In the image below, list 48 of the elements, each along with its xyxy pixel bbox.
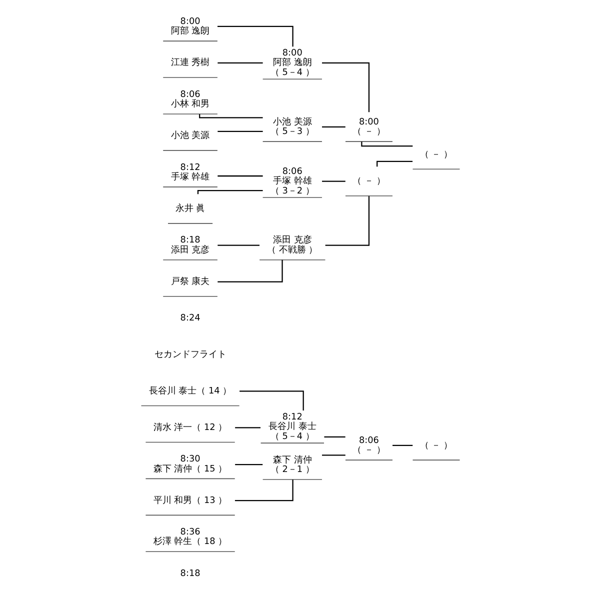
- connector: [322, 126, 345, 128]
- connector: [360, 142, 412, 147]
- label: 8:24: [180, 314, 200, 324]
- connector: [217, 175, 262, 177]
- node-text: 8:06 （ － ）: [352, 436, 385, 456]
- node-text: 8:06 小林 和男: [170, 90, 210, 110]
- connector: [196, 190, 262, 194]
- label: 8:18: [180, 568, 200, 579]
- node-text: 8:00 阿部 逸朗 （ 5－4 ）: [270, 48, 314, 78]
- connector: [322, 62, 370, 112]
- node-text: 8:30 森下 清仲（ 15 ）: [152, 454, 227, 474]
- connector: [234, 464, 262, 466]
- node-text: 戸祭 康夫: [170, 277, 210, 288]
- node-text: 永井 眞: [174, 204, 205, 214]
- connector: [198, 114, 262, 118]
- node-text: 8:12 手塚 幹雄: [170, 162, 210, 182]
- connector: [216, 26, 293, 47]
- connector: [234, 480, 293, 502]
- connector: [217, 260, 282, 282]
- connector: [376, 160, 412, 167]
- node-text: 長谷川 泰士（ 14 ）: [148, 386, 232, 396]
- node-text: 8:12 長谷川 泰士 （ 5－4 ）: [268, 412, 316, 442]
- node-text: 森下 清仲 （ 2－1 ）: [270, 455, 314, 476]
- node-text: 8:36 杉澤 幹生（ 18 ）: [152, 527, 227, 548]
- node-text: 8:06 手塚 幹雄 （ 3－2 ）: [270, 166, 314, 196]
- node-text: （ － ）: [419, 440, 452, 451]
- node-text: （ － ）: [419, 150, 452, 160]
- node-text: 添田 克彦 （ 不戦勝 ）: [266, 236, 318, 256]
- node-text: 8:00 阿部 逸朗: [170, 16, 210, 37]
- node-text: 8:00 （ － ）: [352, 117, 385, 138]
- connector: [239, 390, 304, 410]
- node-text: （ － ）: [352, 176, 385, 187]
- connector: [322, 180, 345, 182]
- node-text: 平川 和男（ 13 ）: [152, 496, 227, 506]
- node-text: 小池 美源: [170, 131, 210, 142]
- connector: [392, 444, 412, 446]
- connector: [217, 130, 262, 132]
- connector: [217, 62, 262, 64]
- connector: [324, 196, 370, 246]
- node-text: 小池 美源 （ 5－3 ）: [270, 117, 314, 138]
- connector: [217, 244, 259, 246]
- label: セカンドフライト: [154, 350, 226, 360]
- connector: [322, 454, 345, 456]
- node-text: 清水 洋一（ 12 ）: [152, 422, 227, 433]
- node-text: 江連 秀樹: [170, 58, 210, 68]
- connector: [324, 436, 345, 438]
- node-text: 8:18 添田 克彦: [170, 236, 210, 256]
- connector: [234, 427, 260, 428]
